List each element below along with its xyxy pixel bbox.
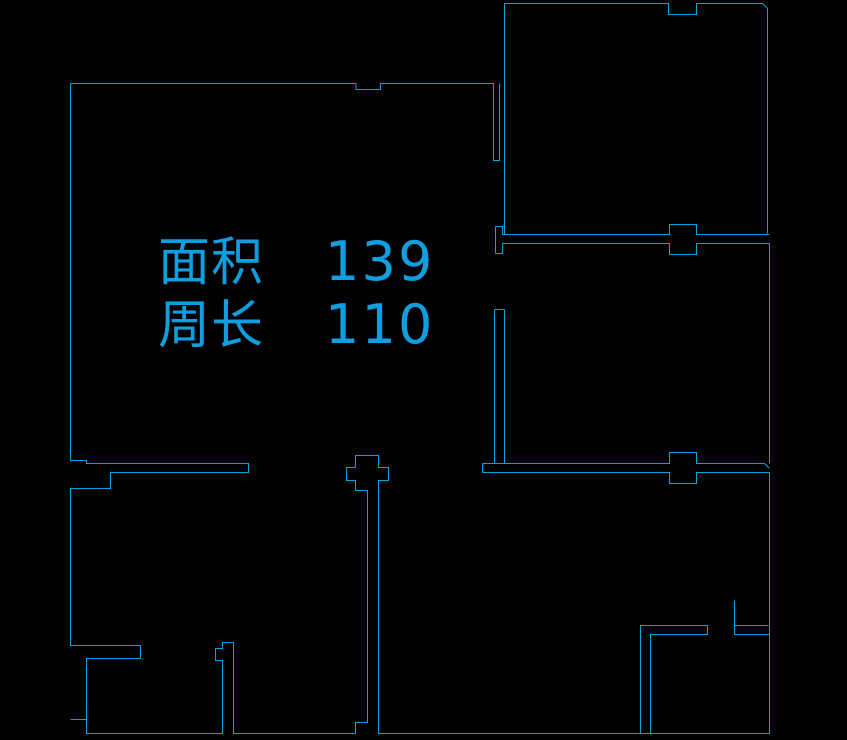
outer-wall-left-and-top <box>71 84 500 720</box>
area-label: 面积 <box>158 233 264 293</box>
bottom-left-vertical-wall <box>216 643 234 734</box>
wall-geometry-group <box>71 4 770 734</box>
perimeter-label: 周长 <box>158 296 264 356</box>
area-value: 139 <box>325 230 435 293</box>
mid-right-wall-with-pillar <box>496 225 770 255</box>
mid-horizontal-wall-with-pillar <box>483 453 770 484</box>
center-column-and-vertical-wall <box>347 456 389 734</box>
top-right-room-outline <box>505 4 768 235</box>
perimeter-value: 110 <box>325 293 435 356</box>
measurement-annotations: 面积 139 周长 110 <box>158 230 435 356</box>
bottom-right-room-wall <box>641 626 770 734</box>
bottom-outer-wall <box>87 720 770 734</box>
